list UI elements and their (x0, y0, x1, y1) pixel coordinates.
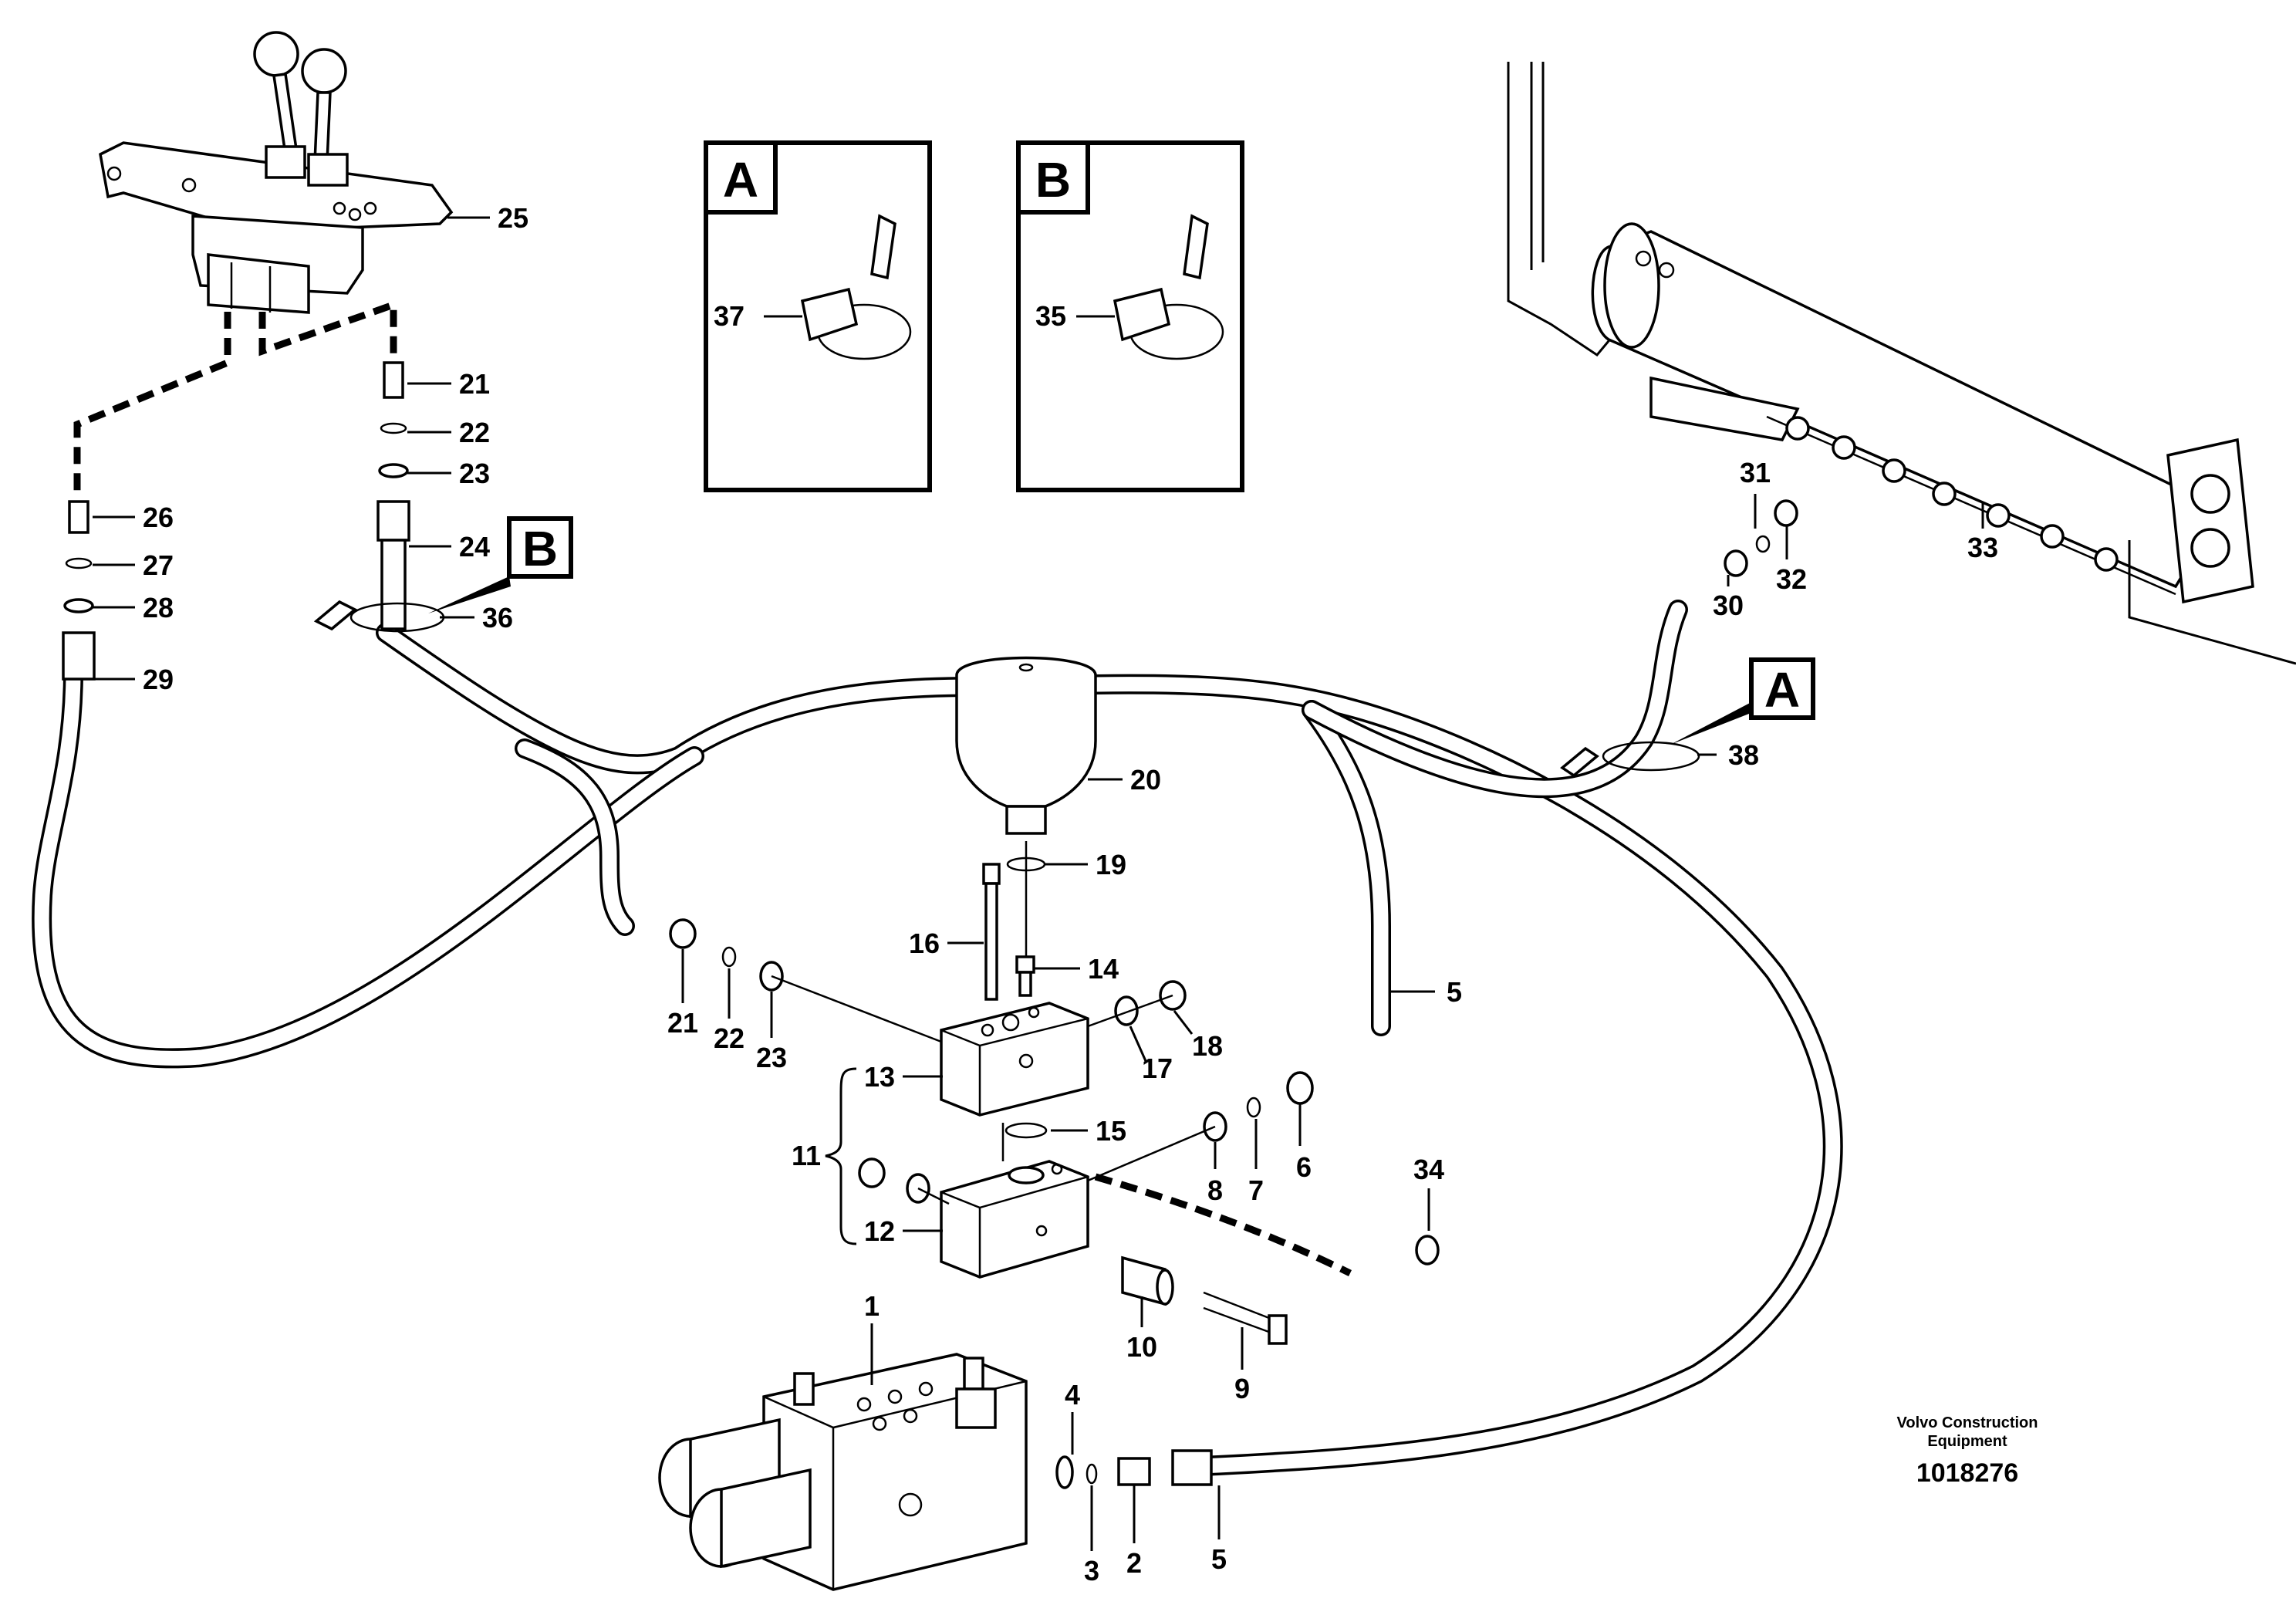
callout-25: 25 (498, 202, 528, 234)
callout-6: 6 (1296, 1151, 1312, 1183)
svg-text:A: A (1764, 662, 1800, 718)
callout-18: 18 (1192, 1030, 1223, 1062)
callout-26: 26 (143, 502, 174, 533)
small-fittings (669, 499, 1798, 1265)
callout-22-lower: 22 (714, 1022, 745, 1054)
valve-block-13 (940, 863, 1089, 1117)
accumulator (955, 656, 1097, 872)
callout-12: 12 (864, 1215, 895, 1247)
drawing-number: 1018276 (1916, 1458, 2018, 1488)
callout-36: 36 (482, 602, 513, 634)
callout-29: 29 (143, 664, 174, 695)
callout-31: 31 (1740, 457, 1771, 488)
callout-27: 27 (143, 549, 174, 581)
callout-11: 11 (792, 1140, 821, 1171)
callout-13: 13 (864, 1061, 895, 1093)
callout-8: 8 (1207, 1174, 1223, 1206)
view-marker-b: B (428, 516, 573, 613)
callout-17: 17 (1142, 1053, 1173, 1084)
callout-20: 20 (1130, 764, 1161, 796)
callout-19: 19 (1096, 849, 1126, 880)
callout-7: 7 (1248, 1174, 1264, 1206)
callout-3: 3 (1084, 1555, 1099, 1587)
callout-9: 9 (1234, 1373, 1250, 1404)
callout-21-lower: 21 (667, 1007, 698, 1039)
company-name-line1: Volvo Construction (1897, 1414, 2038, 1431)
control-lever-unit (99, 31, 454, 314)
control-valve-1 (658, 1353, 1213, 1591)
callout-28: 28 (143, 592, 174, 623)
callout-34: 34 (1413, 1154, 1444, 1185)
fitting-stack-center (313, 361, 445, 633)
detail-box-a: A 37 (704, 140, 932, 492)
dashed-line-left (73, 286, 231, 494)
detail-box-a-letter: A (723, 152, 758, 208)
footer-block: Volvo Construction Equipment 1018276 (1897, 1414, 2038, 1488)
hose-lines (32, 600, 1843, 1476)
callout-4: 4 (1065, 1379, 1080, 1411)
callout-2: 2 (1126, 1547, 1142, 1579)
view-marker-a: A (1670, 657, 1815, 745)
callout-23-lower: 23 (756, 1042, 787, 1073)
callout-16: 16 (909, 928, 940, 959)
callout-22: 22 (459, 417, 490, 448)
callout-30: 30 (1713, 590, 1744, 621)
callout-5-upper: 5 (1447, 976, 1462, 1008)
callout-labels: 25 21 22 23 26 27 28 24 36 29 31 32 33 3… (143, 202, 1998, 1587)
callout-21: 21 (459, 368, 490, 400)
detail-box-b: B 35 (1016, 140, 1244, 492)
fitting-stack-left (62, 500, 96, 681)
callout-35: 35 (1035, 300, 1066, 332)
svg-text:B: B (522, 521, 558, 576)
callout-23: 23 (459, 458, 490, 489)
tie-strap-38 (1560, 741, 1700, 778)
callout-15: 15 (1096, 1115, 1126, 1147)
callout-32: 32 (1776, 563, 1807, 595)
detail-box-b-letter: B (1035, 152, 1071, 208)
callout-38: 38 (1728, 739, 1759, 771)
steering-cylinder (1507, 62, 2296, 665)
callout-33: 33 (1967, 532, 1998, 563)
callout-1: 1 (864, 1290, 880, 1322)
callout-14: 14 (1088, 953, 1119, 985)
dashed-line-center (258, 286, 397, 370)
callout-37: 37 (714, 300, 745, 332)
leader-lines (93, 216, 1984, 1551)
callout-10: 10 (1126, 1331, 1157, 1363)
valve-block-12 (940, 1122, 1288, 1345)
dashed-line-34 (1094, 1173, 1352, 1277)
callout-5-lower: 5 (1211, 1543, 1227, 1575)
callout-24: 24 (459, 531, 490, 563)
company-name-line2: Equipment (1927, 1433, 2007, 1450)
